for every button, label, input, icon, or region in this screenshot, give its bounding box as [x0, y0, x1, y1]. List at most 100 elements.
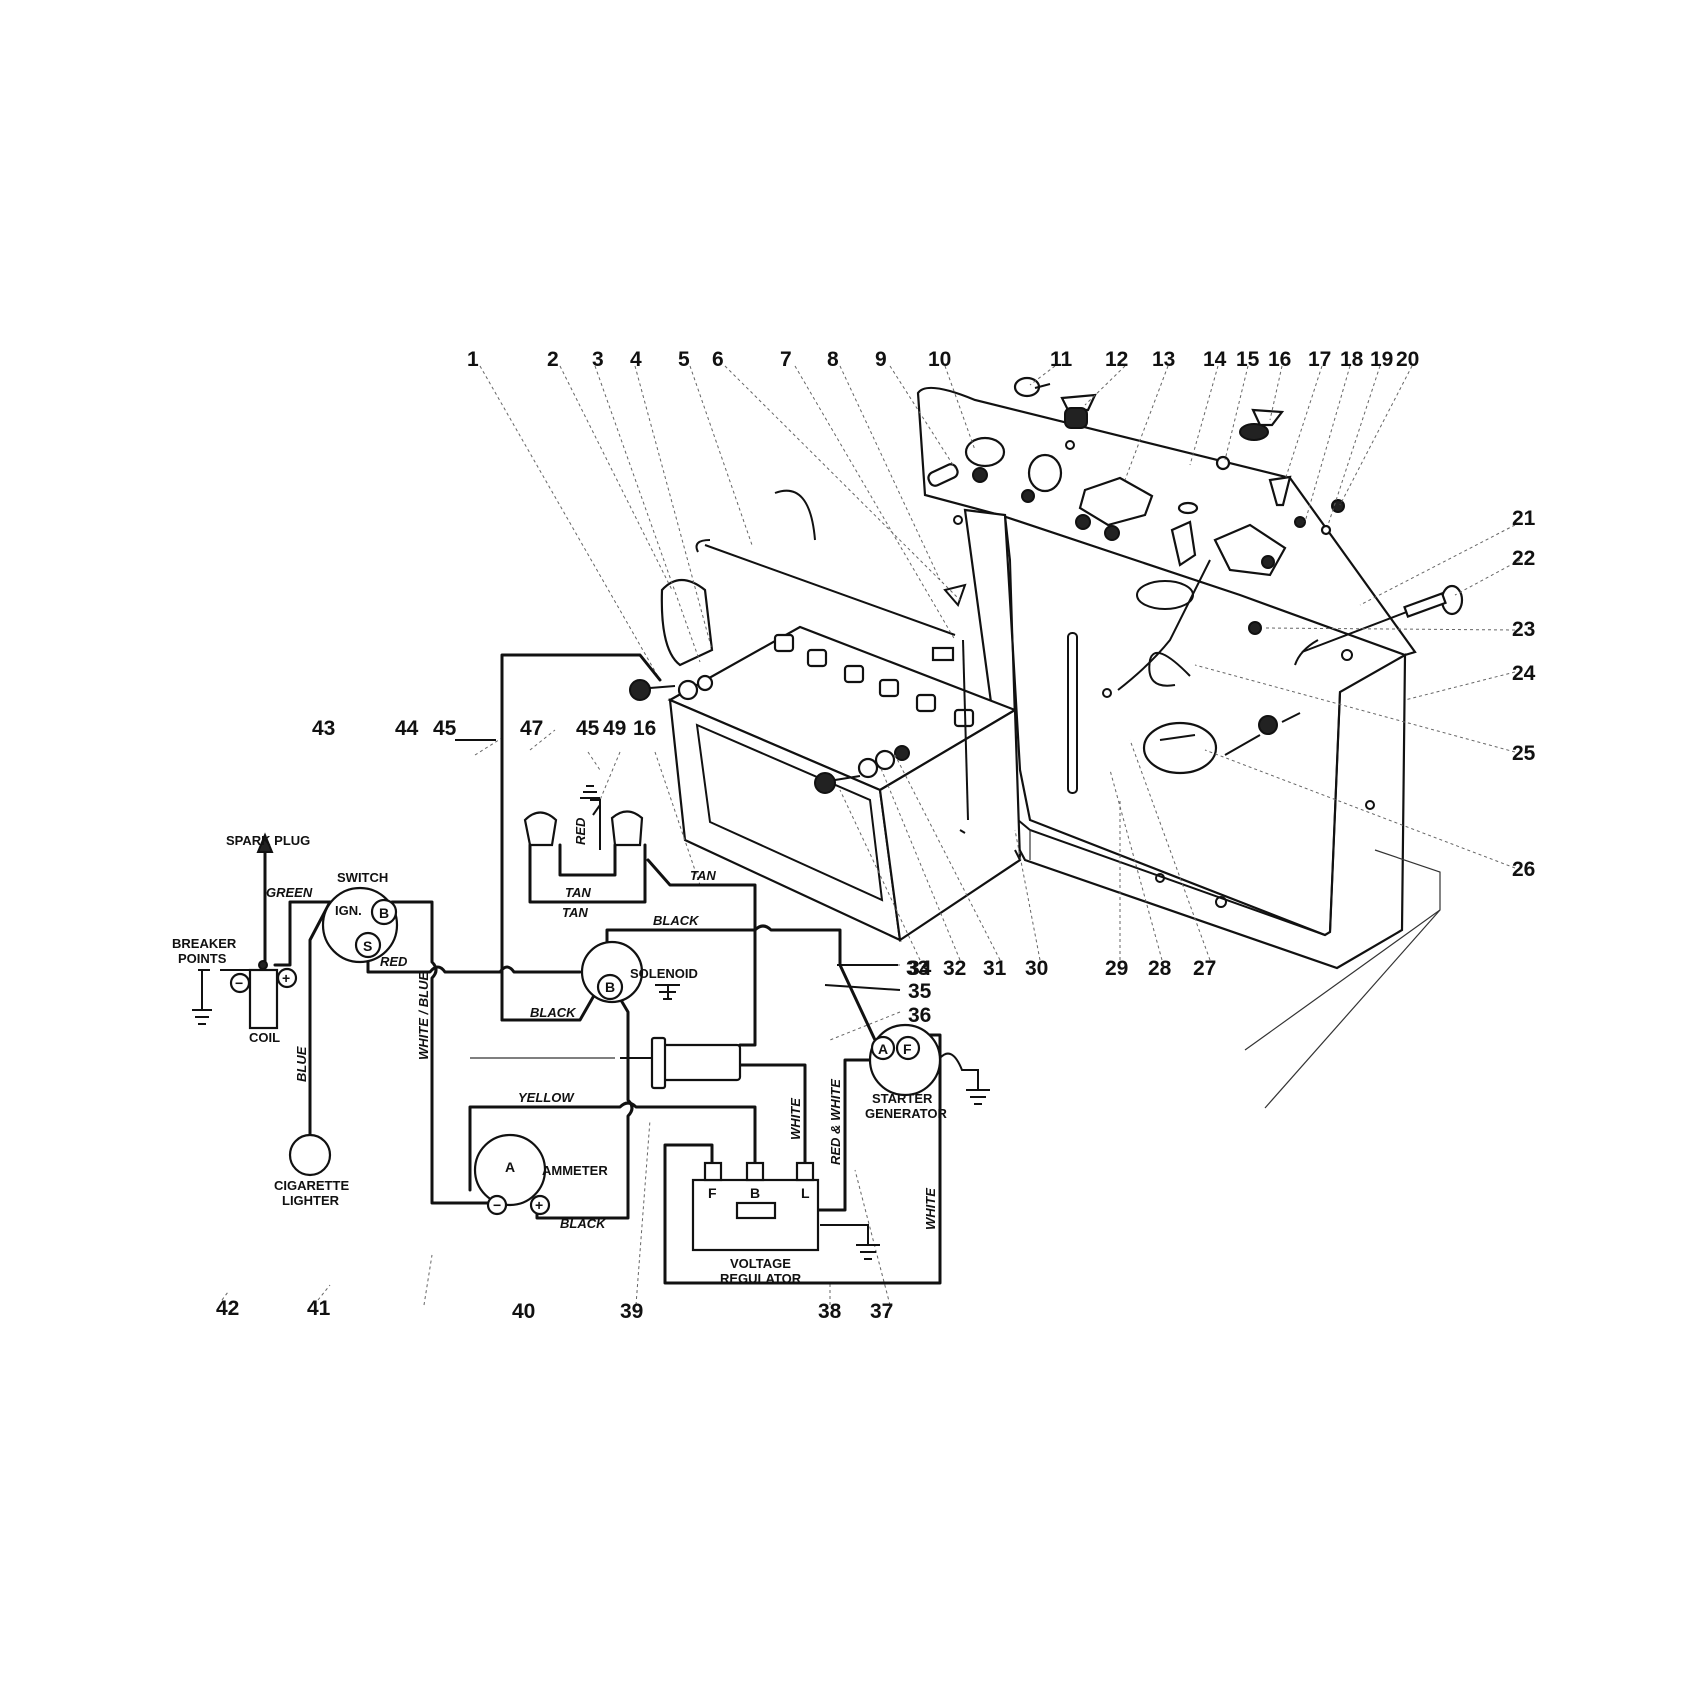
wire-label: WHITE	[788, 1098, 803, 1140]
switch-b-label: B	[379, 905, 389, 921]
oil-cap-icon	[1142, 721, 1218, 775]
wire-harness-icon	[1117, 559, 1211, 691]
part-number: 2	[547, 348, 559, 371]
part-number: 41	[307, 1297, 331, 1320]
coil-minus-label: −	[235, 975, 243, 991]
sg-a-label: A	[878, 1041, 888, 1057]
rod-icon	[1224, 734, 1261, 756]
part-number: 37	[870, 1300, 893, 1323]
part-number: 27	[1193, 957, 1216, 980]
leader-lines	[221, 365, 1521, 1306]
wire-label: RED	[573, 817, 588, 845]
part-number: 18	[1340, 348, 1364, 371]
switch-bracket-icon	[1213, 523, 1287, 577]
ground-icon	[966, 1089, 990, 1105]
part-number: 35	[908, 980, 932, 1003]
starter-generator-label: GENERATOR	[865, 1106, 947, 1121]
part-number: 16	[1268, 348, 1291, 371]
part-number: 15	[1236, 348, 1260, 371]
washer-icon	[1320, 524, 1332, 536]
wire-label: TAN	[690, 868, 716, 883]
part-number: 38	[818, 1300, 842, 1323]
part-number: 1	[467, 348, 479, 371]
solenoid-label: SOLENOID	[630, 966, 698, 981]
schematic-wires	[198, 653, 979, 1285]
wire-labels: GREEN RED BLUE WHITE / BLUE BLACK BLACK …	[266, 817, 938, 1231]
part-number: 12	[1105, 348, 1128, 371]
switch-label: SWITCH	[337, 870, 388, 885]
part-number: 7	[780, 348, 792, 371]
wire-label: BLACK	[560, 1216, 607, 1231]
wire-label: WHITE	[923, 1188, 938, 1230]
ground-icon	[856, 1244, 880, 1260]
screw-icon	[1215, 455, 1231, 471]
clip-icon	[1294, 639, 1319, 666]
breaker-points-label: POINTS	[178, 951, 227, 966]
ground-symbols	[192, 785, 990, 1260]
part-number: 23	[1512, 618, 1535, 641]
ammeter-icon	[473, 1133, 547, 1207]
part-number: 10	[928, 348, 951, 371]
part-number: 45	[433, 717, 457, 740]
part-number: 30	[1025, 957, 1048, 980]
coil-plus-label: +	[282, 970, 290, 986]
part-number: 45	[576, 717, 600, 740]
lamp-circuit	[523, 804, 647, 904]
wire-label: WHITE / BLUE	[416, 972, 431, 1060]
part-number: 6	[712, 348, 724, 371]
solenoid-b-label: B	[605, 979, 615, 995]
ground-icon	[580, 785, 600, 799]
wire-label: TAN	[562, 905, 588, 920]
dash-panel	[916, 376, 1464, 1109]
switch-s-label: S	[363, 938, 372, 954]
part-number: 31	[983, 957, 1007, 980]
voltage-regulator-label: VOLTAGE	[730, 1256, 791, 1271]
part-number: 25	[1512, 742, 1536, 765]
line-34	[824, 984, 901, 991]
wire-label: RED	[380, 954, 408, 969]
part-number: 28	[1148, 957, 1172, 980]
part-number: 42	[216, 1297, 239, 1320]
part-number: 16	[633, 717, 656, 740]
cigarette-lighter-label: LIGHTER	[282, 1193, 340, 1208]
pull-knob-icon	[1268, 475, 1292, 507]
wire-label: YELLOW	[518, 1090, 575, 1105]
coil-label: COIL	[249, 1030, 280, 1045]
part-number: 49	[603, 717, 626, 740]
ignition-switch-icon	[927, 436, 1006, 487]
part-number: 21	[1512, 507, 1536, 530]
part-number: 5	[678, 348, 690, 371]
spark-plug-label: SPARK PLUG	[226, 833, 310, 848]
part-number: 9	[875, 348, 887, 371]
vr-l-label: L	[801, 1185, 810, 1201]
part-number: 34	[908, 957, 932, 980]
part-number: 40	[512, 1300, 535, 1323]
switch-ign-label: IGN.	[335, 903, 362, 918]
battery	[629, 489, 1022, 942]
screw-icon	[1294, 516, 1306, 528]
ground-icon	[192, 1009, 212, 1025]
circuit-breaker-icon	[1075, 476, 1154, 541]
light-socket-icon	[1170, 501, 1199, 567]
part-number: 47	[520, 717, 543, 740]
vr-b-label: B	[750, 1185, 760, 1201]
key-icon	[1013, 376, 1051, 398]
wire-label: RED & WHITE	[828, 1079, 843, 1165]
voltage-regulator-label: REGULATOR	[720, 1271, 802, 1286]
coil-icon	[248, 968, 279, 1030]
wire-label: BLACK	[530, 1005, 577, 1020]
part-number: 36	[908, 1004, 931, 1027]
part-number: 29	[1105, 957, 1128, 980]
nut-icon	[1248, 621, 1262, 635]
part-number: 13	[1152, 348, 1175, 371]
part-number: 17	[1308, 348, 1331, 371]
cigarette-lighter-icon	[288, 1133, 332, 1177]
part-number: 22	[1512, 547, 1535, 570]
part-number: 32	[943, 957, 966, 980]
wire-label: BLACK	[653, 913, 700, 928]
part-number: 43	[312, 717, 335, 740]
throttle-knob-icon	[1239, 408, 1285, 441]
part-number: 4	[630, 348, 642, 371]
starter-generator-label: STARTER	[872, 1091, 933, 1106]
